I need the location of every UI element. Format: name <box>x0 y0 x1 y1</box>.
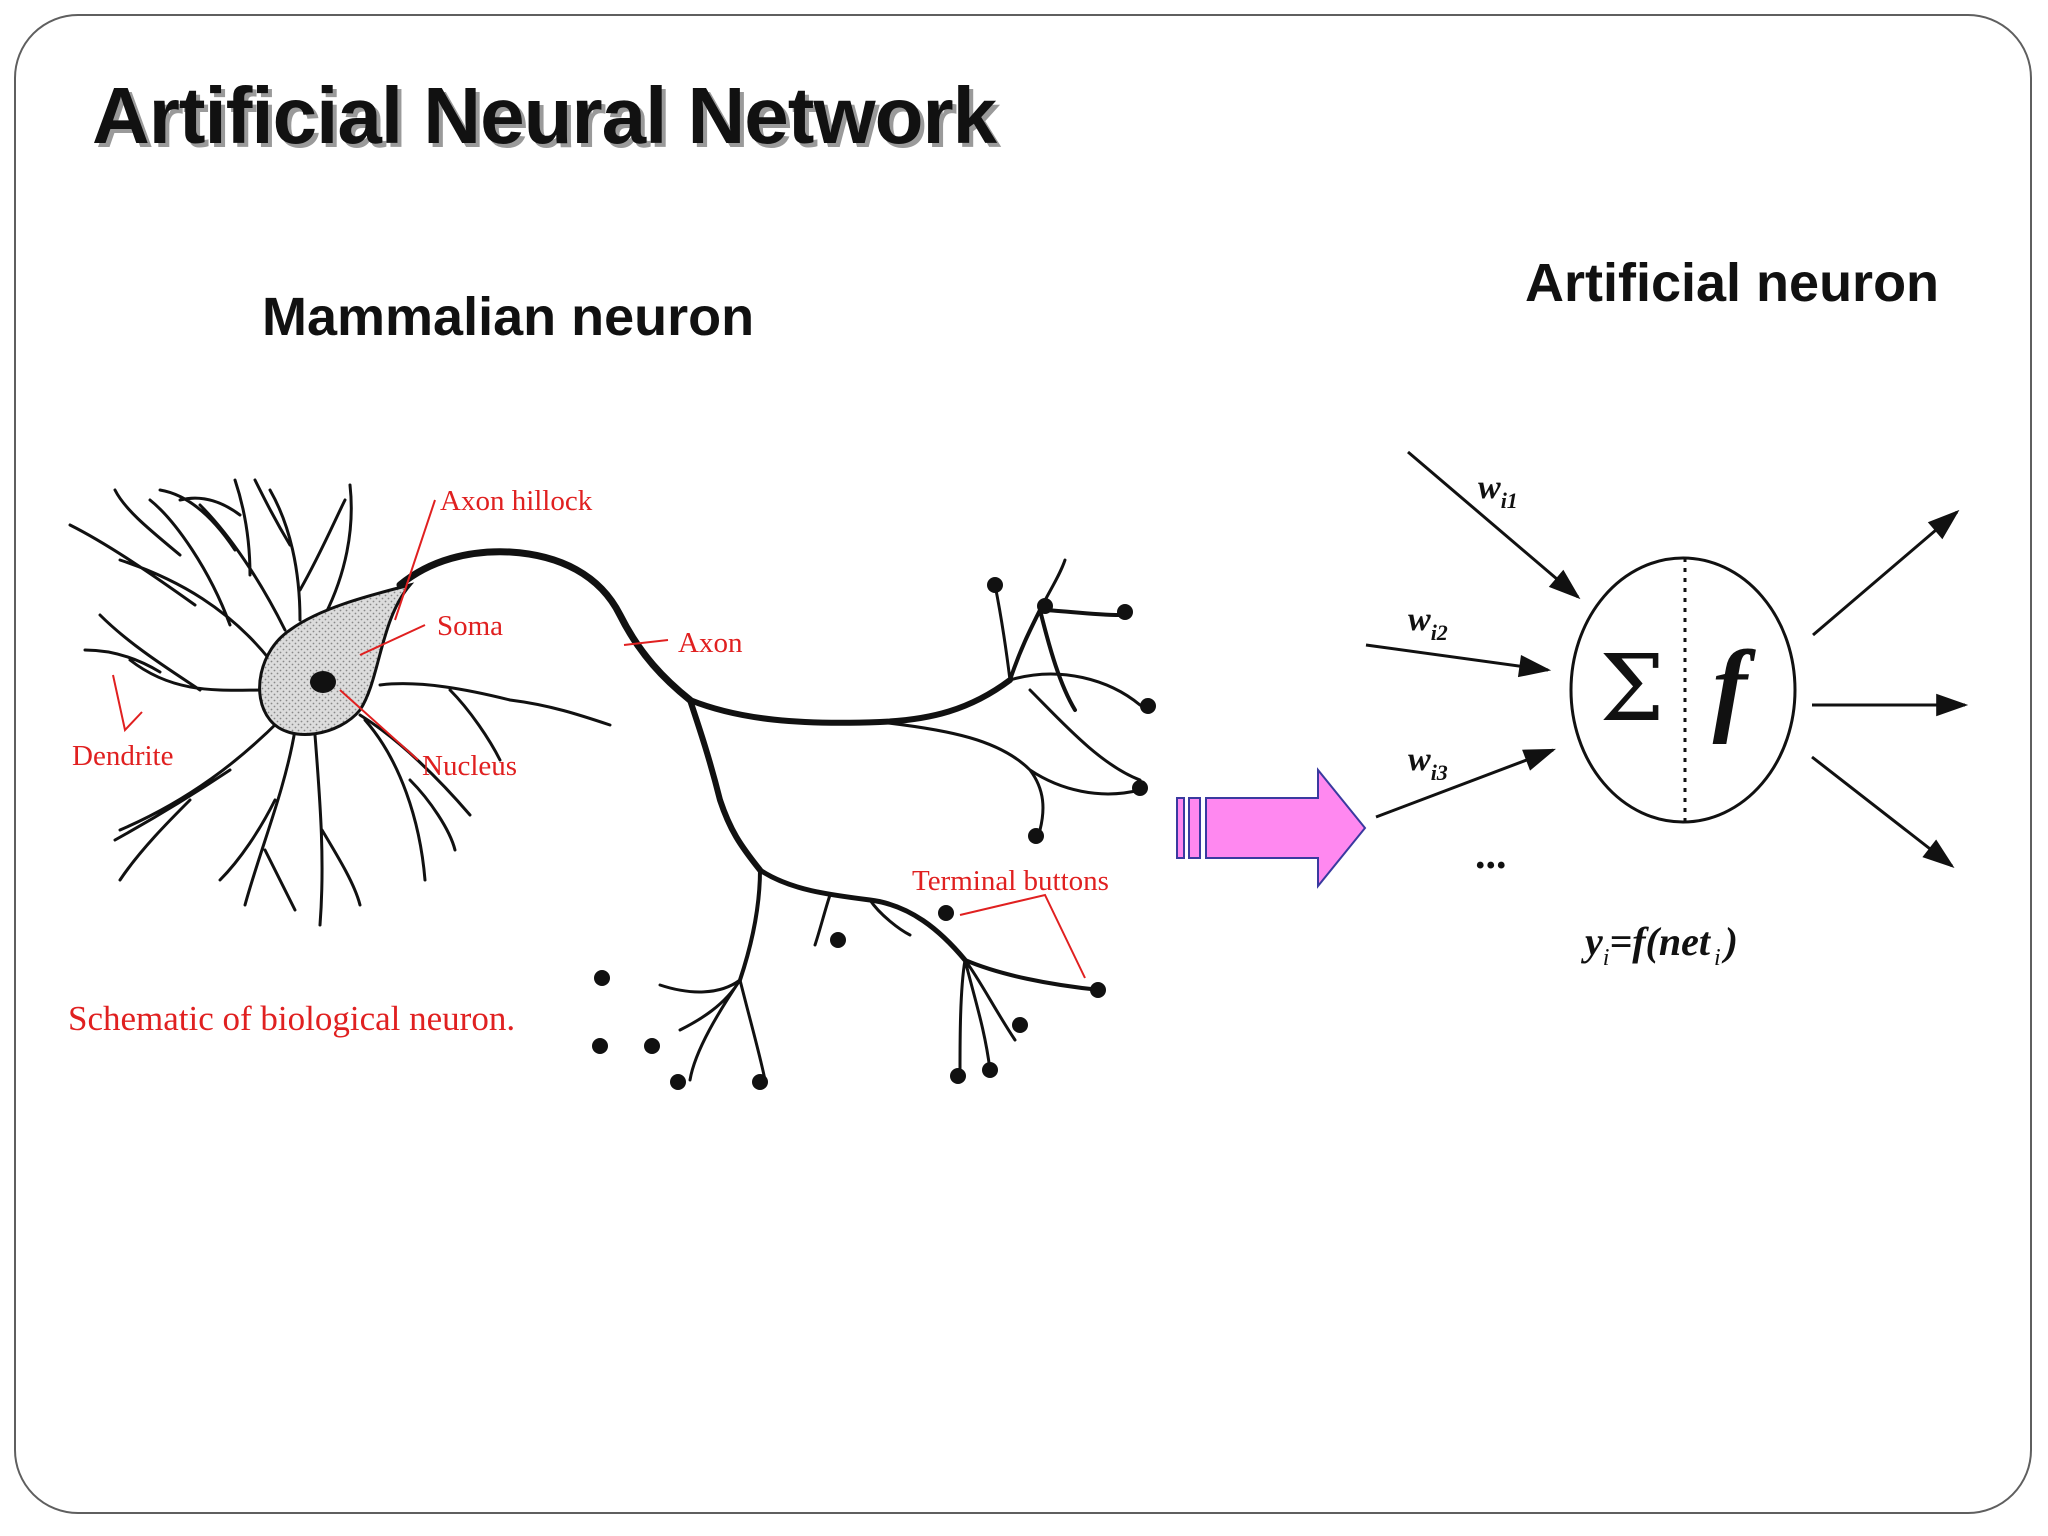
weight-w-i3: wi3 <box>1408 741 1448 785</box>
terminal-buttons <box>592 577 1156 1090</box>
transition-arrow <box>1176 767 1367 889</box>
weight-w-i2: wi2 <box>1408 601 1448 645</box>
mammalian-neuron-heading: Mammalian neuron <box>262 287 755 347</box>
biological-neuron-drawing: Axon hillock Soma Axon Dendrite Nucleus … <box>68 478 1156 1090</box>
dendrites <box>68 478 612 927</box>
label-leaders <box>112 499 1086 979</box>
arrow-stripe <box>1188 797 1201 859</box>
biological-neuron-caption: Schematic of biological neuron. <box>68 999 515 1038</box>
output-arrow-3 <box>1811 755 1955 868</box>
more-inputs-ellipsis: ... <box>1475 832 1507 878</box>
soma-body <box>258 582 415 736</box>
neuron-body <box>1569 556 1797 824</box>
axon-label: Axon <box>678 627 743 659</box>
slide-title: Artificial Neural Network <box>92 71 997 160</box>
nucleus-label: Nucleus <box>422 750 517 782</box>
dendrite-label: Dendrite <box>72 740 173 772</box>
axon <box>396 548 1142 1082</box>
output-arrow-1 <box>1812 509 1960 637</box>
input-arrow-1 <box>1407 450 1581 600</box>
nucleus-dot <box>310 671 336 693</box>
input-arrow-3 <box>1375 748 1556 819</box>
input-arrow-2 <box>1365 643 1552 678</box>
terminal-buttons-label: Terminal buttons <box>912 865 1109 897</box>
artificial-neuron-heading: Artificial neuron <box>1525 253 1940 313</box>
axon-hillock-label: Axon hillock <box>440 485 593 517</box>
weight-w-i1: wi1 <box>1478 469 1518 513</box>
arrow-stripe <box>1176 797 1185 859</box>
summation-symbol: Σ <box>1599 635 1664 742</box>
soma-label: Soma <box>437 610 503 642</box>
arrow-head-shape <box>1205 767 1367 889</box>
